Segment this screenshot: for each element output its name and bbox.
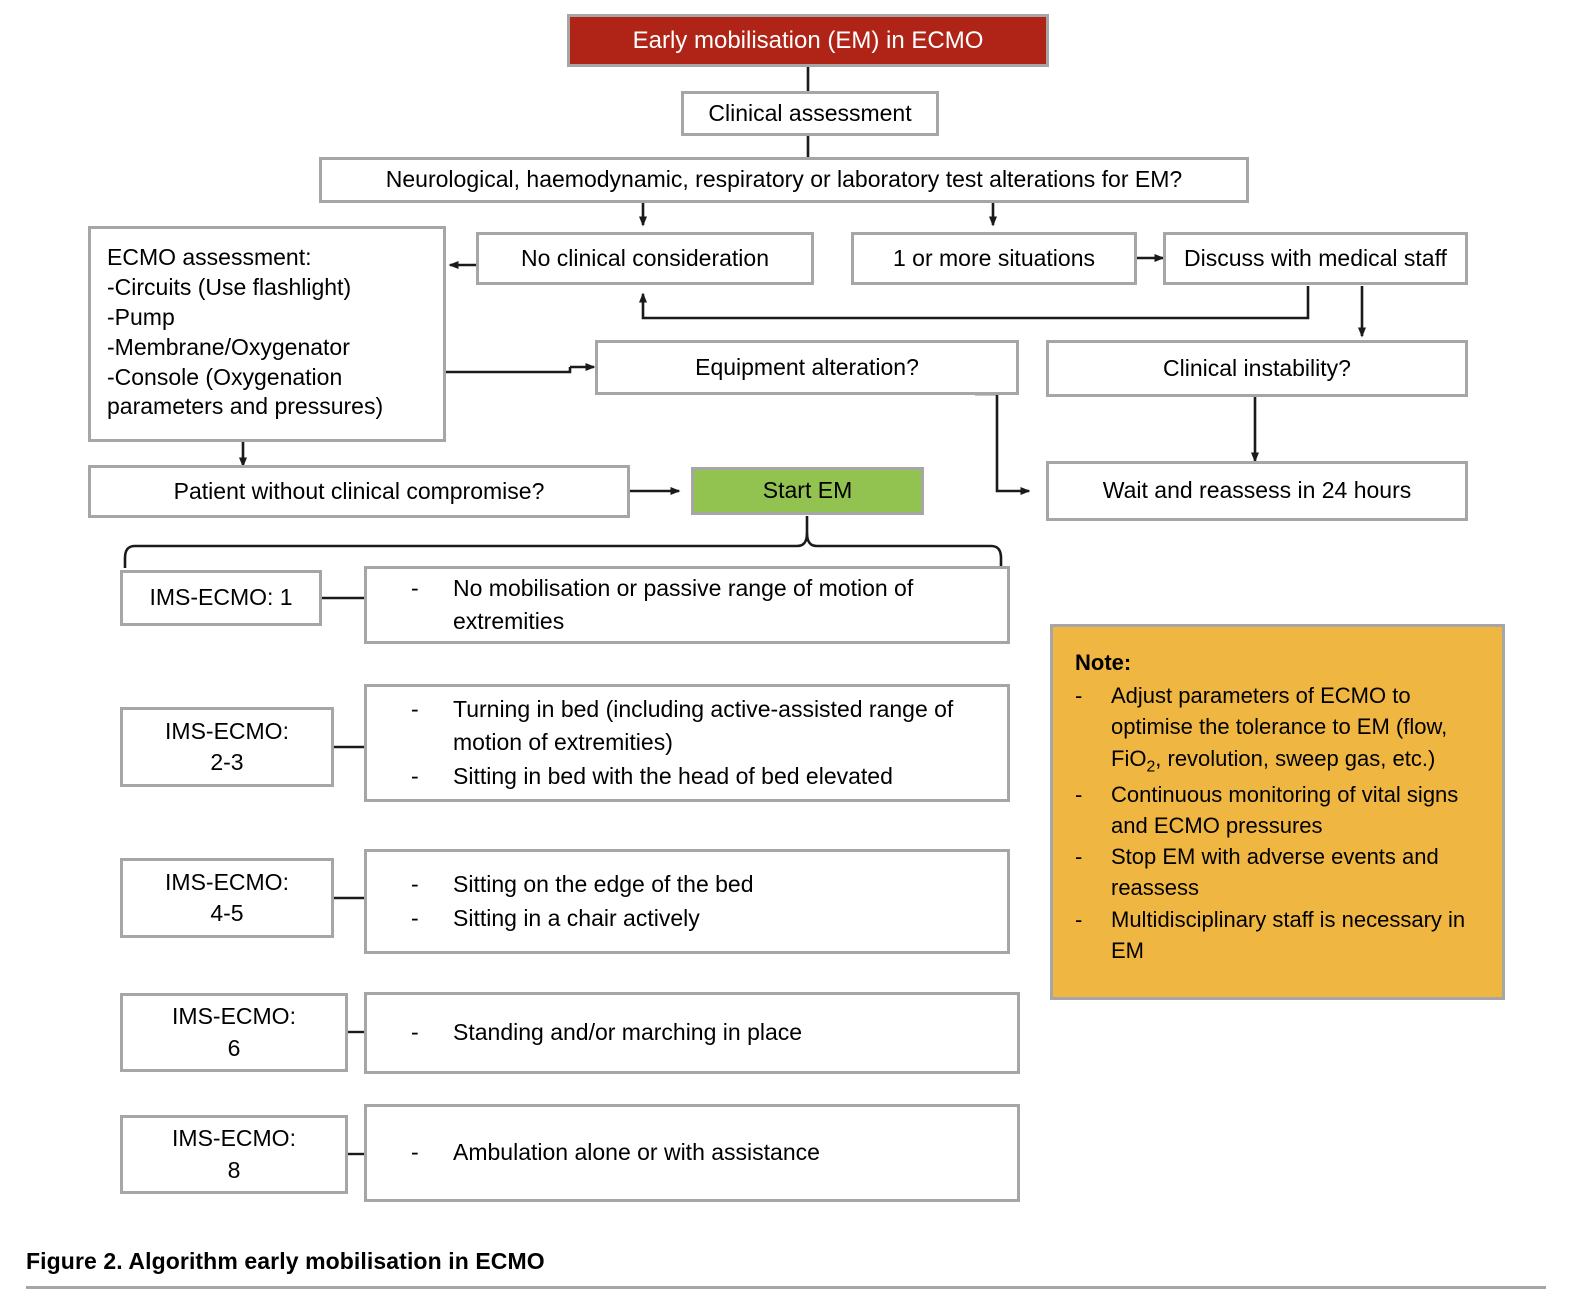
box-no-clinical-consideration: No clinical consideration bbox=[476, 232, 814, 285]
box-start-em: Start EM bbox=[691, 467, 924, 515]
bullet-dash: - bbox=[411, 904, 419, 931]
note-item-text: Adjust parameters of ECMO to optimise th… bbox=[1111, 683, 1448, 776]
ims-label-line1: IMS-ECMO: bbox=[172, 1125, 296, 1152]
bullet-dash: - bbox=[411, 871, 419, 898]
list-item: - Turning in bed (including active-assis… bbox=[411, 693, 993, 760]
ims-desc-text: Sitting in bed with the head of bed elev… bbox=[453, 762, 893, 789]
box-patient-without-compromise: Patient without clinical compromise? bbox=[88, 465, 630, 518]
note-item: - Multidisciplinary staff is necessary i… bbox=[1075, 904, 1484, 966]
bullet-dash: - bbox=[411, 695, 419, 722]
ims-desc-2-3: - Turning in bed (including active-assis… bbox=[364, 684, 1010, 802]
ims-desc-text: Ambulation alone or with assistance bbox=[453, 1139, 820, 1166]
box-ecmo-assessment: ECMO assessment: -Circuits (Use flashlig… bbox=[88, 226, 446, 442]
note-panel: Note: - Adjust parameters of ECMO to opt… bbox=[1050, 624, 1505, 1000]
ims-desc-1: - No mobilisation or passive range of mo… bbox=[364, 566, 1010, 644]
bullet-dash: - bbox=[411, 574, 419, 601]
box-clinical-instability: Clinical instability? bbox=[1046, 340, 1468, 397]
ims-label-8: IMS-ECMO: 8 bbox=[120, 1115, 348, 1194]
list-item: - No mobilisation or passive range of mo… bbox=[411, 572, 993, 639]
list-item: - Sitting in a chair actively bbox=[411, 902, 993, 935]
ims-label-line2: 6 bbox=[227, 1034, 241, 1061]
bullet-dash: - bbox=[1075, 683, 1083, 709]
ims-label-line1: IMS-ECMO: bbox=[165, 717, 289, 744]
ims-label-line2: 4-5 bbox=[210, 900, 244, 926]
note-item: - Stop EM with adverse events and reasse… bbox=[1075, 841, 1484, 903]
note-title: Note: bbox=[1075, 650, 1132, 675]
list-item: - Sitting on the edge of the bed bbox=[411, 868, 993, 901]
bullet-dash: - bbox=[411, 762, 419, 789]
box-one-or-more-situations: 1 or more situations bbox=[851, 232, 1137, 285]
header-early-mobilisation: Early mobilisation (EM) in ECMO bbox=[567, 14, 1049, 67]
ims-desc-4-5: - Sitting on the edge of the bed - Sitti… bbox=[364, 849, 1010, 954]
box-equipment-alteration: Equipment alteration? bbox=[595, 340, 1019, 395]
list-item: - Sitting in bed with the head of bed el… bbox=[411, 760, 993, 793]
note-item-text: Continuous monitoring of vital signs and… bbox=[1111, 781, 1459, 838]
bullet-dash: - bbox=[1075, 844, 1083, 870]
ims-label-line2: 2-3 bbox=[210, 749, 244, 775]
bullet-dash: - bbox=[411, 1139, 419, 1166]
ims-label-line1: IMS-ECMO: bbox=[172, 1003, 296, 1030]
figure-caption: Figure 2. Algorithm early mobilisation i… bbox=[26, 1248, 545, 1274]
caption-divider bbox=[26, 1286, 1546, 1289]
note-list: - Adjust parameters of ECMO to optimise … bbox=[1075, 680, 1484, 966]
note-item-text: Stop EM with adverse events and reassess bbox=[1111, 844, 1439, 901]
ims-desc-text: Standing and/or marching in place bbox=[453, 1019, 803, 1046]
list-item: - Standing and/or marching in place bbox=[411, 1016, 1003, 1049]
box-wait-and-reassess: Wait and reassess in 24 hours bbox=[1046, 461, 1468, 521]
ims-label-line2: 8 bbox=[227, 1156, 241, 1183]
box-clinical-assessment: Clinical assessment bbox=[681, 91, 939, 136]
bullet-dash: - bbox=[1075, 781, 1083, 807]
list-item: - Ambulation alone or with assistance bbox=[411, 1136, 1003, 1169]
note-item: - Adjust parameters of ECMO to optimise … bbox=[1075, 680, 1484, 778]
bullet-dash: - bbox=[1075, 906, 1083, 932]
box-alterations-question: Neurological, haemodynamic, respiratory … bbox=[319, 157, 1249, 203]
ims-label-1: IMS-ECMO: 1 bbox=[120, 570, 322, 626]
ims-desc-text: Sitting in a chair actively bbox=[453, 904, 700, 931]
ims-desc-6: - Standing and/or marching in place bbox=[364, 992, 1020, 1074]
brace-connector bbox=[123, 516, 1003, 568]
ims-label-line1: IMS-ECMO: bbox=[165, 868, 289, 895]
ims-desc-text: Sitting on the edge of the bed bbox=[453, 871, 754, 898]
ims-desc-text: No mobilisation or passive range of moti… bbox=[453, 574, 914, 634]
box-discuss-with-medical-staff: Discuss with medical staff bbox=[1163, 232, 1468, 285]
bullet-dash: - bbox=[411, 1019, 419, 1046]
ims-label-4-5: IMS-ECMO: 4-5 bbox=[120, 858, 334, 938]
ims-label-2-3: IMS-ECMO: 2-3 bbox=[120, 707, 334, 787]
ims-label-line1: IMS-ECMO: 1 bbox=[149, 584, 293, 611]
note-item: - Continuous monitoring of vital signs a… bbox=[1075, 779, 1484, 841]
ims-desc-8: - Ambulation alone or with assistance bbox=[364, 1104, 1020, 1202]
note-item-text: Multidisciplinary staff is necessary in … bbox=[1111, 906, 1466, 963]
ims-desc-text: Turning in bed (including active-assiste… bbox=[453, 695, 954, 756]
ims-label-6: IMS-ECMO: 6 bbox=[120, 993, 348, 1072]
